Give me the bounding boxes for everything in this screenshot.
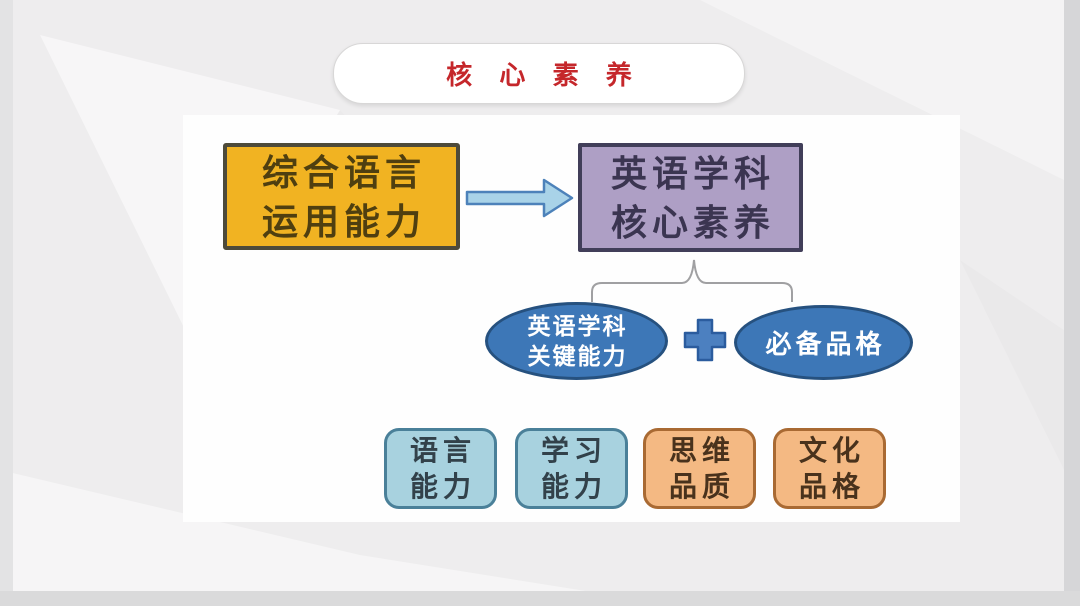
chip-text-line: 学习 (540, 434, 607, 466)
box-language-ability: 语言 能力 (384, 428, 497, 509)
ellipse-text-line: 英语学科 (527, 313, 628, 339)
ellipse-key-competence: 英语学科 关键能力 (485, 302, 668, 380)
ellipse-text-line: 必备品格 (765, 329, 886, 359)
slide-right-border (1064, 0, 1080, 606)
chip-text-line: 语言 (409, 434, 476, 466)
ellipse-text-line: 关键能力 (527, 343, 628, 369)
box-thinking-quality: 思维 品质 (643, 428, 756, 509)
slide-bottom-border (0, 591, 1080, 606)
chip-text-line: 品格 (798, 470, 865, 502)
chip-text-line: 品质 (668, 470, 735, 502)
box-text-line: 英语学科 (610, 152, 775, 194)
chip-text-line: 思维 (668, 434, 735, 466)
brace-connector (591, 259, 793, 302)
box-english-core-competence: 英语学科 核心素养 (578, 143, 803, 252)
chip-text-line: 能力 (540, 470, 607, 502)
title-text: 核 心 素 养 (446, 60, 642, 90)
chip-text-line: 文化 (798, 434, 865, 466)
box-learning-ability: 学习 能力 (515, 428, 628, 509)
box-comprehensive-language-use: 综合语言 运用能力 (223, 143, 460, 250)
box-text-line: 综合语言 (261, 151, 426, 193)
slide-left-border (0, 0, 13, 606)
box-text-line: 核心素养 (610, 201, 775, 243)
box-text-line: 运用能力 (261, 200, 426, 242)
chip-text-line: 能力 (409, 470, 476, 502)
plus-icon (683, 318, 727, 362)
title-pill: 核 心 素 养 (333, 43, 745, 104)
box-cultural-character: 文化 品格 (773, 428, 886, 509)
right-arrow-icon (465, 178, 574, 218)
ellipse-essential-character: 必备品格 (734, 305, 913, 380)
